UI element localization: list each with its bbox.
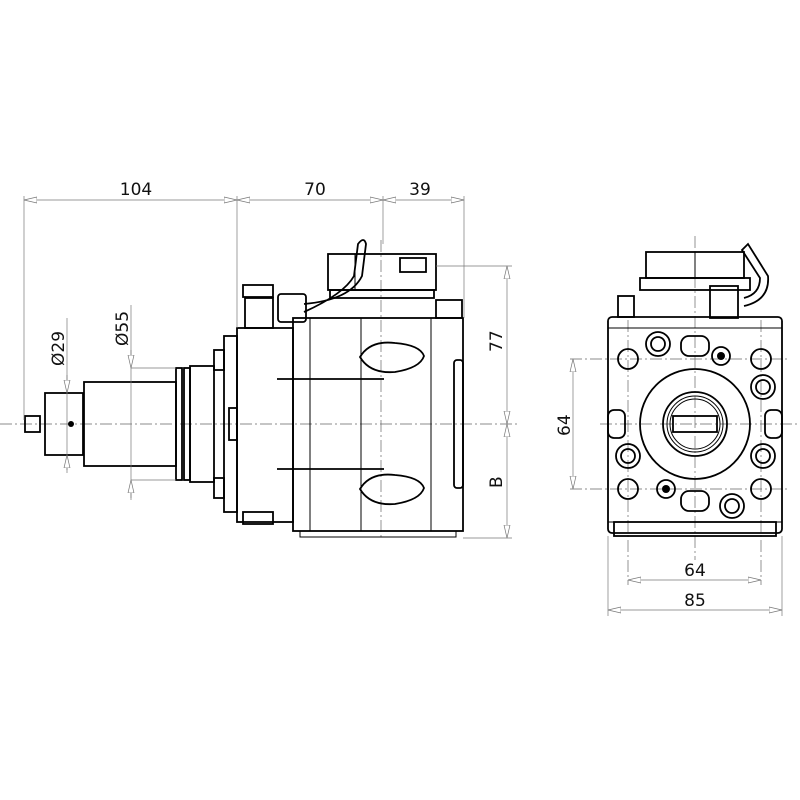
tip-hole bbox=[68, 421, 74, 427]
spindle-bore bbox=[662, 391, 728, 457]
dim-77-label: 77 bbox=[487, 330, 507, 352]
dim-104-label: 104 bbox=[120, 180, 152, 200]
front-view: 64 64 85 bbox=[555, 236, 800, 616]
coolant-lobe-bottom bbox=[358, 473, 425, 506]
dia-29-label: Ø29 bbox=[49, 331, 69, 366]
mounting-plate bbox=[236, 327, 294, 523]
side-slot bbox=[453, 359, 464, 489]
drive-pin bbox=[24, 415, 41, 433]
mounting-holes bbox=[607, 331, 783, 519]
front-base bbox=[613, 521, 777, 537]
coolant-hose bbox=[303, 239, 367, 313]
side-view: 104 70 39 Ø29 Ø55 77 B bbox=[0, 180, 520, 540]
bolt-head-bottom bbox=[242, 511, 274, 525]
top-washer-front bbox=[639, 277, 751, 291]
base-lip bbox=[299, 530, 457, 538]
top-plug bbox=[399, 257, 427, 273]
dim-85-label: 85 bbox=[684, 591, 706, 611]
dim-39-label: 39 bbox=[409, 180, 431, 200]
corner-step bbox=[435, 299, 463, 319]
coolant-lobe-top bbox=[358, 341, 425, 374]
dim-B-label: B bbox=[487, 476, 507, 488]
dia-55-label: Ø55 bbox=[113, 311, 133, 346]
dim-70-label: 70 bbox=[304, 180, 326, 200]
dim-64-vertical-label: 64 bbox=[555, 414, 575, 436]
flange-step bbox=[213, 477, 225, 499]
spindle-flange bbox=[639, 368, 751, 480]
drive-slot bbox=[672, 415, 718, 433]
flange bbox=[189, 365, 215, 483]
coolant-hose-front bbox=[740, 242, 769, 307]
bolt-head-top bbox=[242, 284, 274, 298]
hose-fitting-front bbox=[709, 285, 739, 319]
corner-tab bbox=[617, 295, 635, 318]
ring bbox=[175, 367, 183, 481]
flange-step bbox=[213, 349, 225, 371]
housing bbox=[292, 317, 464, 532]
dim-64-horizontal-label: 64 bbox=[684, 561, 706, 581]
top-washer bbox=[329, 289, 435, 299]
fitting-block bbox=[244, 297, 274, 329]
hose-fitting bbox=[277, 293, 307, 323]
